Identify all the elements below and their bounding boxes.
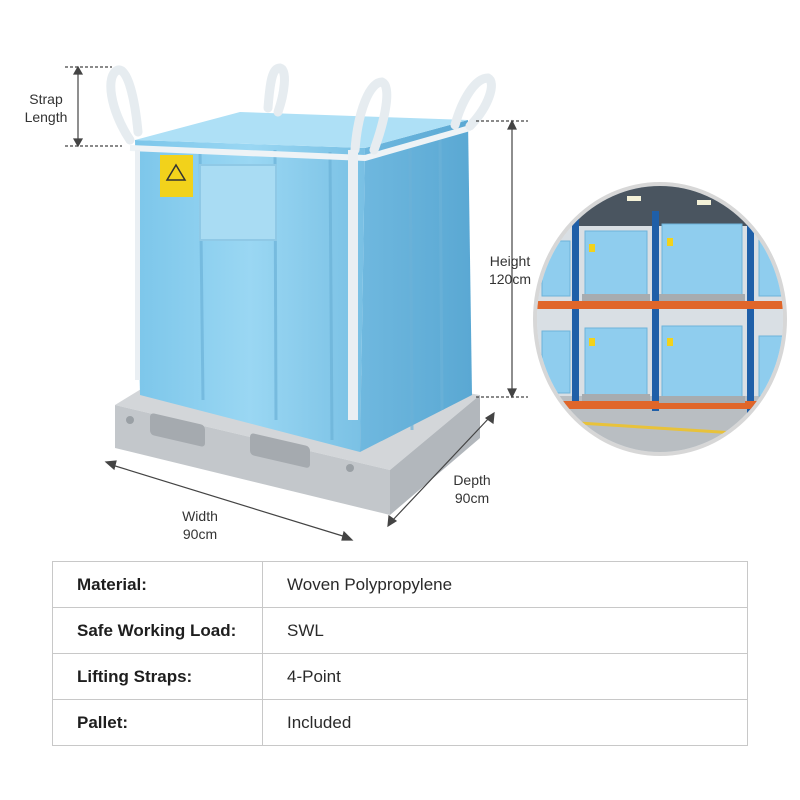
warehouse-scene <box>537 186 783 452</box>
top-hem <box>129 125 471 162</box>
spec-label-pallet: Pallet: <box>52 699 263 746</box>
table-row: Lifting Straps: 4-Point <box>52 653 748 700</box>
depth-label: Depth 90cm <box>453 472 491 506</box>
table-row: Material: Woven Polypropylene <box>52 561 748 608</box>
lifting-straps <box>106 63 496 155</box>
corner-strap <box>348 150 358 420</box>
table-row: Pallet: Included <box>52 699 748 746</box>
bag-front-panel <box>135 140 365 452</box>
spec-label-lifting-straps: Lifting Straps: <box>52 653 263 700</box>
bulk-bag-illustration <box>65 63 528 541</box>
width-label: Width 90cm <box>182 508 218 542</box>
warehouse-photo-inset <box>533 182 787 456</box>
specifications-table: Material: Woven Polypropylene Safe Worki… <box>52 561 748 746</box>
spec-label-safe-working-load: Safe Working Load: <box>52 607 263 654</box>
document-pocket <box>199 164 277 241</box>
strap-length-label: Strap Length <box>24 91 68 125</box>
spec-value-pallet: Included <box>262 699 748 746</box>
height-label: Height 120cm <box>488 253 532 287</box>
table-row: Safe Working Load: SWL <box>52 607 748 654</box>
dimension-lines <box>65 65 528 541</box>
spec-value-safe-working-load: SWL <box>262 607 748 654</box>
warning-tag <box>160 155 193 197</box>
warning-icon <box>165 163 187 181</box>
corner-strap-left <box>135 150 140 380</box>
spec-value-lifting-straps: 4-Point <box>262 653 748 700</box>
spec-value-material: Woven Polypropylene <box>262 561 748 608</box>
spec-label-material: Material: <box>52 561 263 608</box>
bag-side-panel <box>360 120 472 452</box>
